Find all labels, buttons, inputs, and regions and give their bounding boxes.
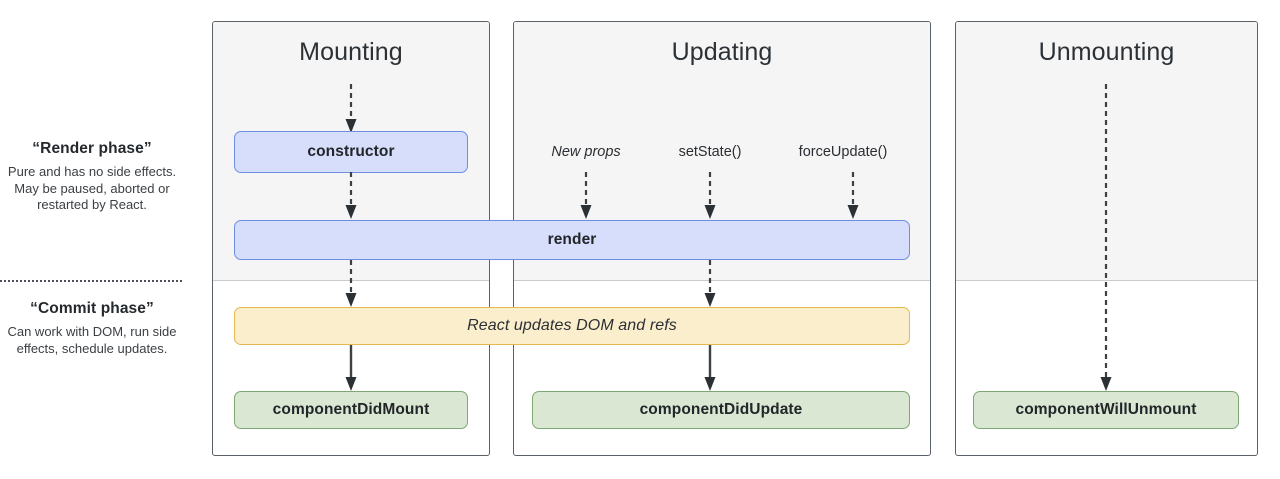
column-title-updating: Updating <box>671 38 773 66</box>
legend-render-phase-body: Pure and has no side effects. May be pau… <box>7 164 177 212</box>
legend-render-phase: “Render phase” Pure and has no side effe… <box>2 140 182 214</box>
trigger-label-force-update: forceUpdate() <box>798 144 888 160</box>
column-title-unmounting: Unmounting <box>1038 38 1175 66</box>
arrow-react-updates-to-component-did-update <box>704 345 716 391</box>
arrow-unmounting-title-to-component-will-unmount <box>1100 84 1112 391</box>
trigger-label-new-props: New props <box>551 144 621 160</box>
lifecycle-box-component-will-unmount: componentWillUnmount <box>973 391 1239 429</box>
column-title-mounting: Mounting <box>299 38 403 66</box>
arrow-constructor-to-render <box>345 172 357 219</box>
lifecycle-box-component-did-update: componentDidUpdate <box>532 391 910 429</box>
legend-commit-phase-body: Can work with DOM, run side effects, sch… <box>7 324 177 356</box>
arrow-set-state-to-render <box>704 172 716 219</box>
lifecycle-box-react-updates-dom-and-refs: React updates DOM and refs <box>234 307 910 345</box>
lifecycle-box-component-did-mount: componentDidMount <box>234 391 468 429</box>
arrow-mounting-title-to-constructor <box>345 84 357 133</box>
arrow-react-updates-to-component-did-mount <box>345 345 357 391</box>
trigger-label-set-state: setState() <box>678 144 742 160</box>
lifecycle-box-render: render <box>234 220 910 260</box>
legend-commit-phase-title: “Commit phase” <box>30 300 154 317</box>
arrow-force-update-to-render <box>847 172 859 219</box>
phase-divider-leader-line <box>0 280 182 282</box>
arrow-render-to-react-updates-mounting <box>345 260 357 307</box>
legend-render-phase-title: “Render phase” <box>32 140 152 157</box>
lifecycle-box-constructor: constructor <box>234 131 468 173</box>
legend-commit-phase: “Commit phase” Can work with DOM, run si… <box>2 300 182 357</box>
arrow-render-to-react-updates-updating <box>704 260 716 307</box>
arrow-new-props-to-render <box>580 172 592 219</box>
